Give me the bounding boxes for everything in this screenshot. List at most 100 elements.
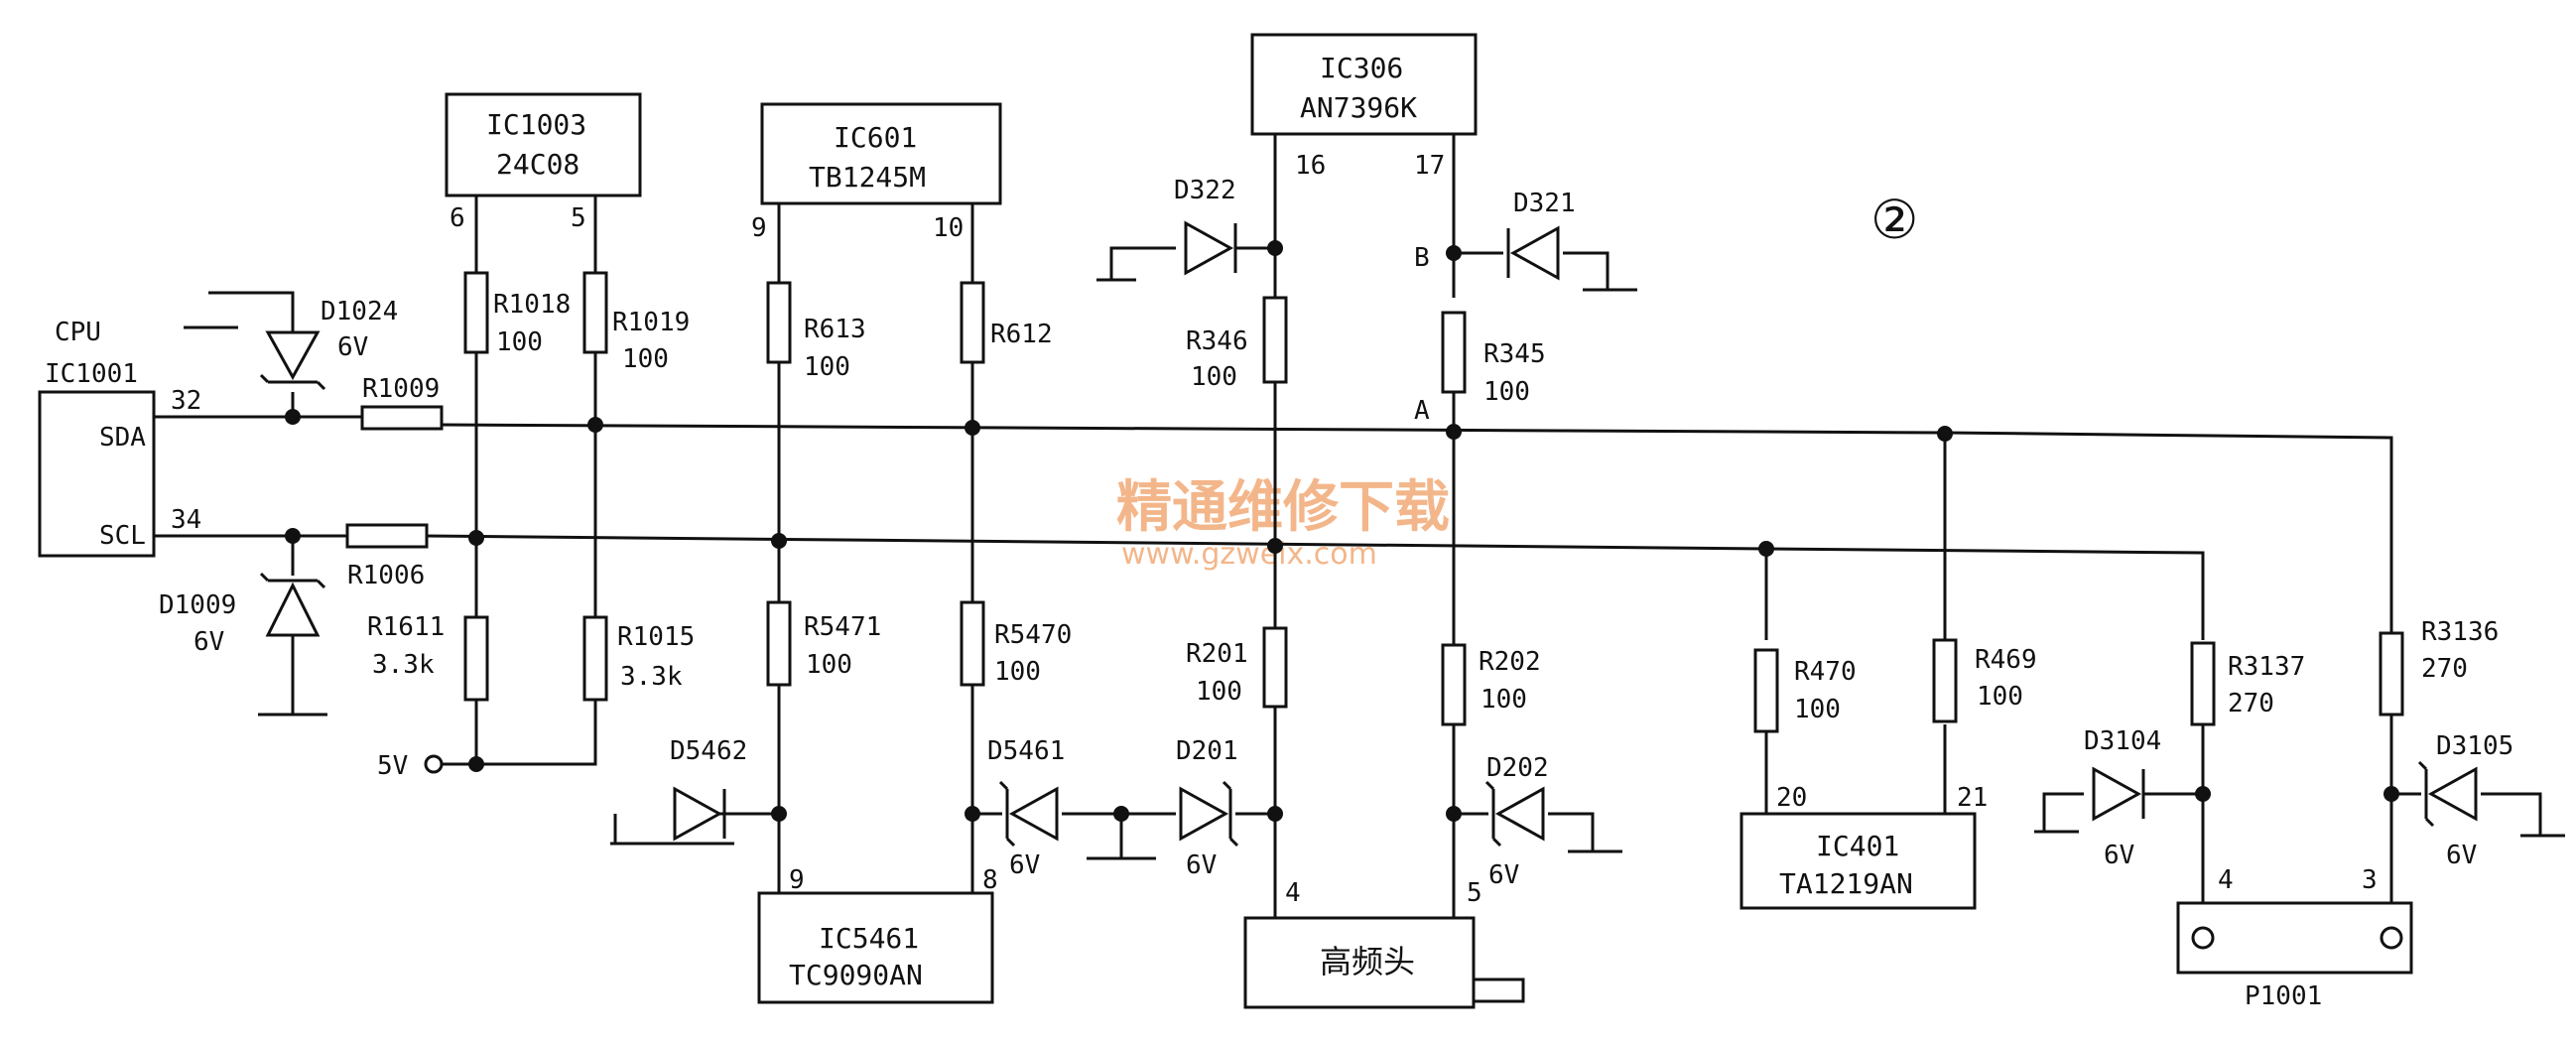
r1015-value: 3.3k (620, 662, 683, 692)
resistor-r5471: R5471 100 (766, 600, 881, 687)
r612-name: R612 (990, 320, 1053, 349)
r5471-value: 100 (806, 650, 852, 680)
r202-name: R202 (1479, 647, 1541, 677)
d5461-value: 6V (1009, 850, 1040, 880)
resistor-r1018: R1018 100 (463, 271, 571, 357)
d321-name: D321 (1513, 189, 1576, 218)
r1019-value: 100 (622, 344, 669, 374)
resistor-r613: R613 100 (766, 281, 866, 382)
d1009-name: D1009 (159, 590, 236, 620)
r202-value: 100 (1481, 685, 1527, 715)
diode-d202: D202 6V (1484, 753, 1549, 890)
r5470-value: 100 (994, 657, 1041, 687)
r613-name: R613 (804, 315, 866, 344)
ic1001: CPU IC1001 SDA SCL 32 34 (38, 318, 201, 558)
r1611-name: R1611 (367, 612, 445, 642)
ic401-part: TA1219AN (1779, 867, 1913, 900)
r1018-name: R1018 (493, 290, 571, 320)
ic601-pin10: 10 (933, 213, 964, 243)
ic401-pin20: 20 (1776, 783, 1807, 813)
diode-d3104: D3104 6V (2084, 726, 2161, 870)
ic601: IC601 TB1245M 9 10 (751, 102, 1002, 243)
ic5461-name: IC5461 (819, 922, 919, 955)
cpu-label: CPU (55, 318, 101, 347)
resistor-r1009: R1009 (360, 374, 444, 431)
r1611-value: 3.3k (372, 650, 435, 680)
d201-value: 6V (1186, 850, 1217, 880)
diode-d201: D201 6V (1176, 736, 1239, 880)
d201-name: D201 (1176, 736, 1238, 766)
r5471-name: R5471 (804, 612, 881, 642)
r469-name: R469 (1975, 645, 2037, 675)
r470-value: 100 (1794, 695, 1841, 724)
node-a-label: A (1414, 396, 1430, 426)
resistor-r5470: R5470 100 (960, 600, 1072, 687)
ic1001-name: IC1001 (45, 359, 138, 389)
ic306-name: IC306 (1320, 52, 1403, 84)
resistor-r201: R201 100 (1186, 626, 1288, 709)
r1018-value: 100 (496, 327, 543, 357)
ic5461-part: TC9090AN (789, 959, 923, 991)
d1024-value: 6V (337, 332, 368, 362)
r345-name: R345 (1483, 339, 1546, 369)
r3137-value: 270 (2228, 689, 2274, 718)
tuner: 高频头 4 5 (1243, 878, 1525, 1009)
supply-5v-label: 5V (377, 751, 408, 781)
ic1003: IC1003 24C08 6 5 (445, 92, 642, 233)
ic5461-pin9: 9 (789, 865, 805, 895)
resistor-r3137: R3137 270 (2190, 641, 2305, 726)
resistor-r202: R202 100 (1441, 643, 1541, 726)
p1001-pin3: 3 (2362, 865, 2378, 895)
ic601-part: TB1245M (809, 161, 926, 194)
watermark-text: 精通维修下载 (1116, 475, 1450, 540)
resistor-r346: R346 100 (1186, 296, 1288, 392)
ic1003-name: IC1003 (486, 108, 586, 141)
p1001-pin4: 4 (2218, 865, 2234, 895)
ic1003-part: 24C08 (496, 148, 580, 181)
ic401: IC401 TA1219AN 20 21 (1739, 783, 1988, 910)
diode-d321: D321 (1506, 189, 1576, 281)
ic306-pin17: 17 (1414, 151, 1445, 181)
d322-name: D322 (1174, 176, 1236, 205)
tuner-pin5: 5 (1467, 878, 1482, 908)
figure-number: ② (1870, 189, 1918, 251)
resistor-r3136: R3136 270 (2379, 617, 2499, 717)
ic601-pin9: 9 (751, 213, 767, 243)
node-b-label: B (1414, 243, 1430, 273)
d202-name: D202 (1486, 753, 1549, 783)
ic306-pin16: 16 (1295, 151, 1326, 181)
supply-5v: 5V (377, 751, 444, 781)
resistor-r1019: R1019 100 (582, 271, 690, 374)
d3104-name: D3104 (2084, 726, 2161, 756)
resistor-r1015: R1015 3.3k (582, 615, 695, 702)
r3137-name: R3137 (2228, 652, 2305, 682)
resistor-r470: R470 100 (1753, 648, 1857, 733)
r201-name: R201 (1186, 639, 1248, 669)
resistor-r1006: R1006 (345, 523, 429, 590)
diode-d1024: D1024 6V (259, 297, 398, 391)
d202-value: 6V (1488, 860, 1519, 890)
diode-d5462: D5462 (670, 736, 747, 842)
r346-value: 100 (1191, 362, 1237, 392)
sda-label: SDA (99, 423, 146, 453)
resistor-r612: R612 (960, 281, 1053, 364)
r1019-name: R1019 (612, 308, 690, 337)
r470-name: R470 (1794, 657, 1857, 687)
diode-d3105: D3105 6V (2417, 731, 2513, 870)
ic601-name: IC601 (834, 121, 917, 154)
junctions (285, 240, 2399, 822)
d3105-value: 6V (2446, 841, 2477, 870)
ic5461: IC5461 TC9090AN 9 8 (757, 865, 998, 1004)
diode-d322: D322 (1174, 176, 1237, 276)
r613-value: 100 (804, 352, 850, 382)
ic401-pin21: 21 (1957, 783, 1988, 813)
pin-34: 34 (171, 505, 201, 535)
diode-d1009: D1009 6V (159, 572, 326, 657)
ic1003-pin6: 6 (450, 203, 465, 233)
r1015-name: R1015 (617, 622, 695, 652)
r201-value: 100 (1196, 677, 1242, 707)
tuner-pin4: 4 (1285, 878, 1301, 908)
wires (154, 134, 2565, 918)
tuner-name: 高频头 (1320, 943, 1415, 980)
